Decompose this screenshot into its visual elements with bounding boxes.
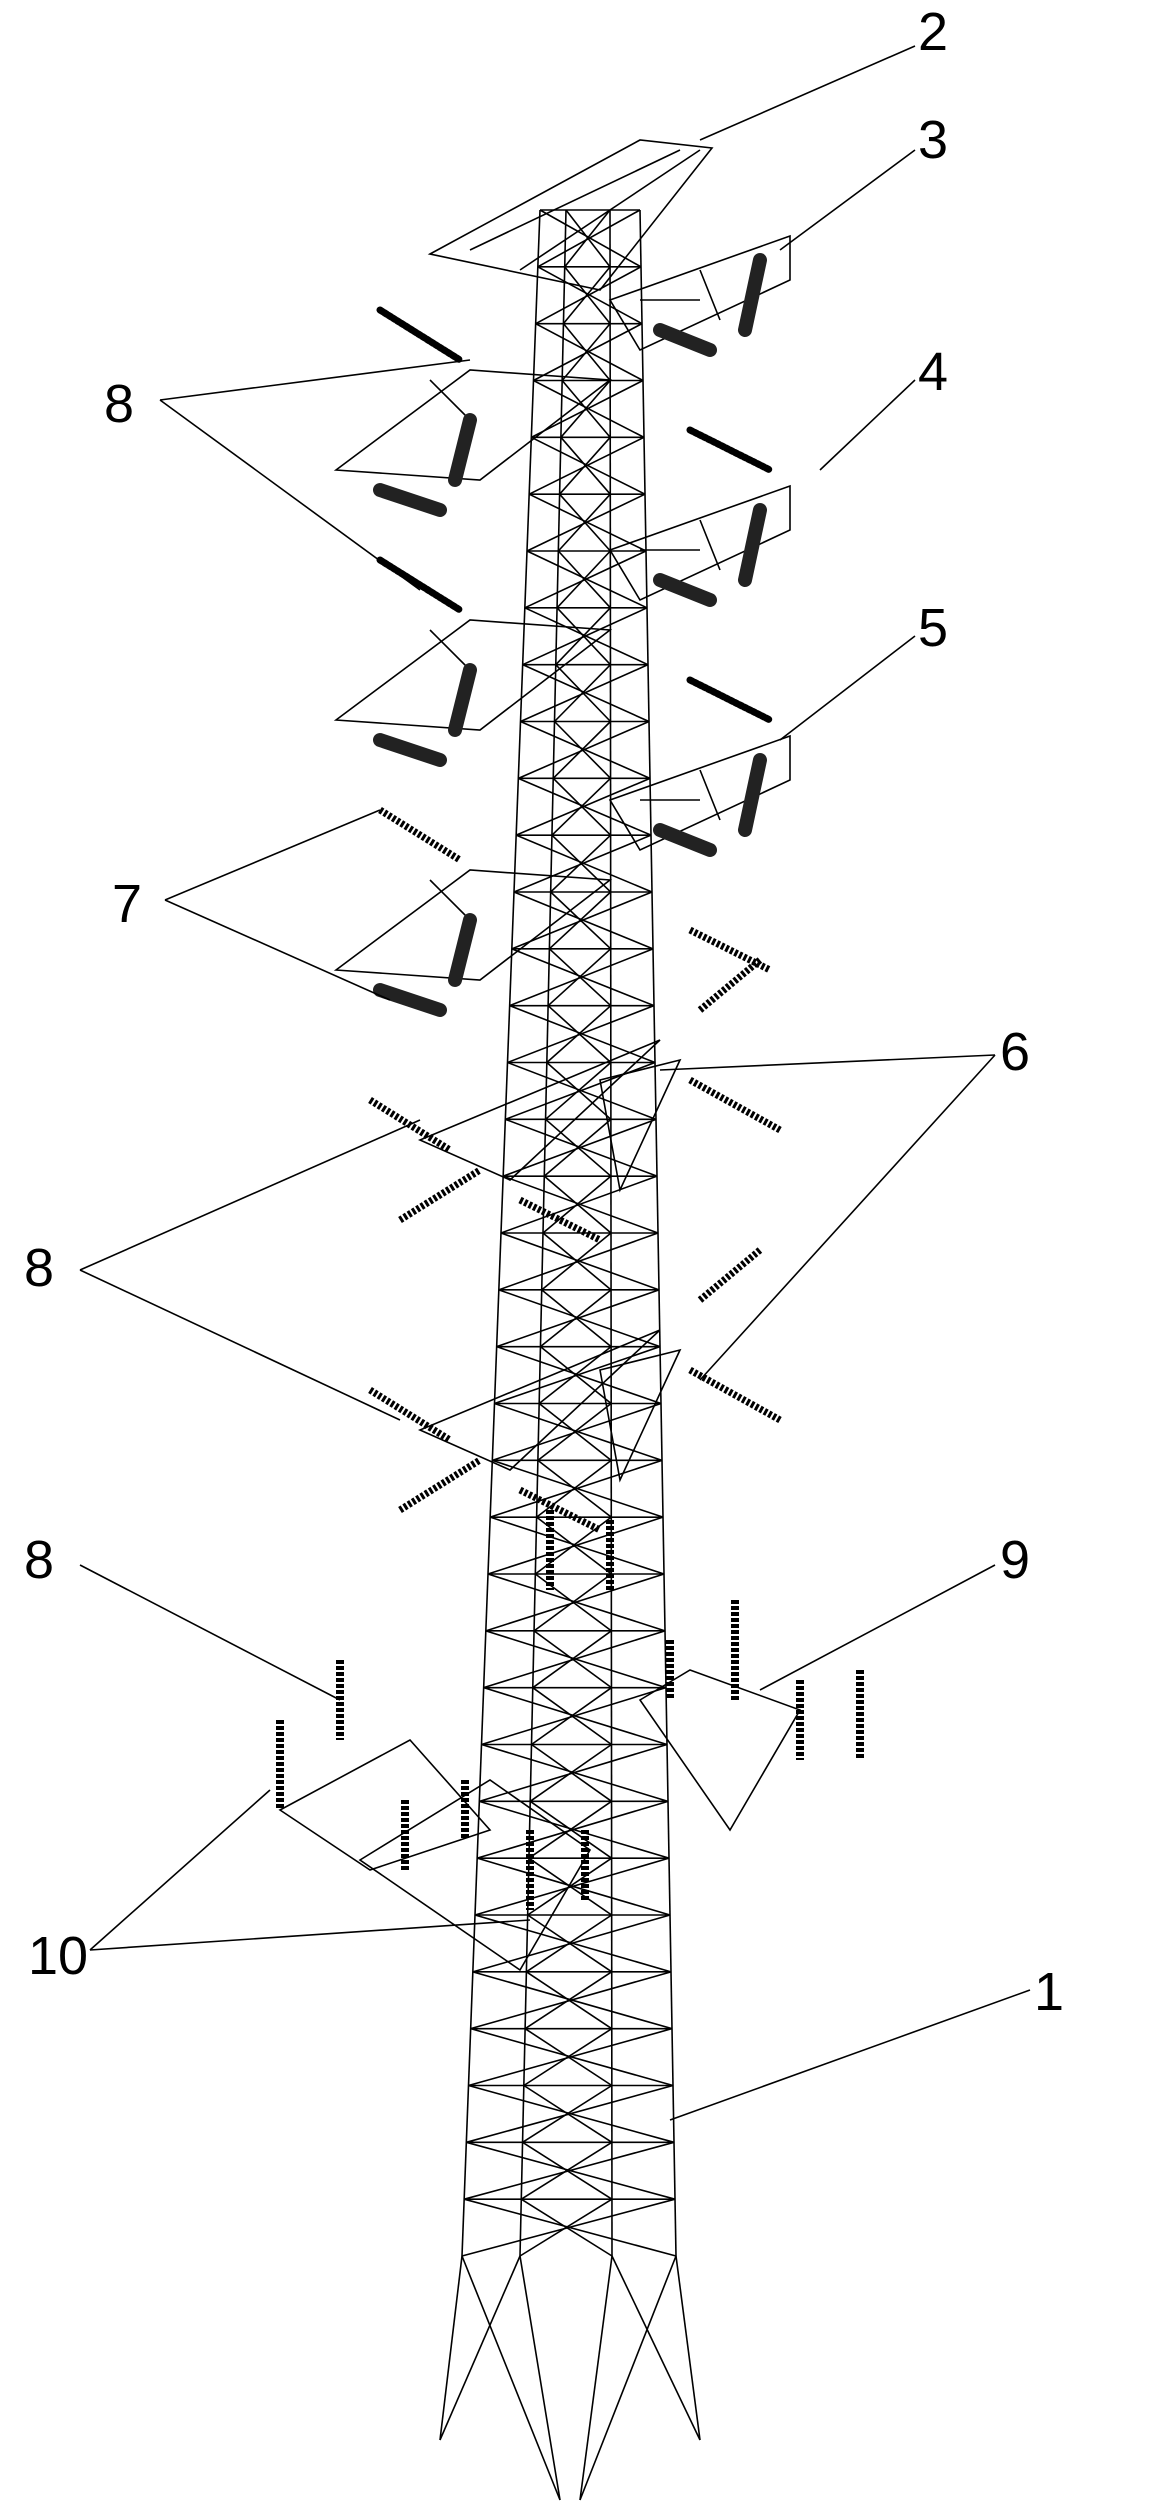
label-5: 5 bbox=[918, 598, 948, 658]
suspension-insulator bbox=[370, 1390, 450, 1440]
leader-10-b bbox=[90, 1920, 530, 1950]
crossarm-member bbox=[700, 770, 720, 820]
leader-6-b bbox=[700, 1055, 995, 1380]
suspension-insulator bbox=[690, 1370, 780, 1420]
tower-foot bbox=[580, 2256, 676, 2500]
crossarm-member bbox=[430, 380, 470, 420]
suspension-insulator bbox=[690, 430, 770, 470]
platform-left bbox=[280, 1740, 490, 1870]
leader-7-a bbox=[165, 810, 380, 900]
label-4: 4 bbox=[918, 342, 948, 402]
tower-foot bbox=[440, 2256, 520, 2440]
jumper-insulator bbox=[745, 510, 760, 580]
suspension-insulator bbox=[380, 560, 460, 610]
jumper-insulator bbox=[660, 330, 710, 350]
crossarm-member bbox=[430, 880, 470, 920]
crossarm-member bbox=[470, 150, 680, 250]
jumper-insulator bbox=[455, 670, 470, 730]
platform-right bbox=[640, 1670, 800, 1830]
label-8-mid: 8 bbox=[24, 1238, 54, 1298]
crossarm-member bbox=[700, 520, 720, 570]
leader-5 bbox=[780, 636, 915, 740]
suspension-insulator bbox=[520, 1200, 600, 1240]
tower-foot bbox=[676, 2256, 700, 2440]
triangular-crossarm-left bbox=[420, 1040, 660, 1180]
platform-support bbox=[360, 1780, 590, 1970]
leader-8-e bbox=[80, 1565, 340, 1700]
leader-2 bbox=[700, 46, 915, 140]
jumper-insulator bbox=[660, 580, 710, 600]
crossarm-lower-right bbox=[610, 736, 790, 850]
suspension-insulator bbox=[400, 1460, 480, 1510]
suspension-insulator bbox=[690, 680, 770, 720]
suspension-insulator bbox=[690, 930, 770, 970]
jumper-insulator bbox=[455, 920, 470, 980]
leader-7-b bbox=[165, 900, 390, 1000]
label-10: 10 bbox=[28, 1926, 88, 1986]
tower-foot bbox=[580, 2256, 612, 2500]
label-1: 1 bbox=[1034, 1962, 1064, 2022]
crossarm-upper-right bbox=[610, 236, 790, 350]
crossarm-member bbox=[700, 270, 720, 320]
leader-3 bbox=[780, 150, 915, 250]
crossarm-middle-right bbox=[610, 486, 790, 600]
label-8-low: 8 bbox=[24, 1530, 54, 1590]
tower-foot bbox=[520, 2256, 560, 2500]
label-7: 7 bbox=[112, 874, 142, 934]
leader-8-a bbox=[160, 360, 470, 400]
leader-4 bbox=[820, 380, 915, 470]
jumper-insulator bbox=[380, 740, 440, 760]
tower-foot bbox=[440, 2256, 462, 2440]
leader-8-d bbox=[80, 1270, 400, 1420]
jumper-insulator bbox=[745, 260, 760, 330]
suspension-insulator bbox=[690, 1080, 780, 1130]
leader-10-a bbox=[90, 1790, 270, 1950]
label-2: 2 bbox=[918, 2, 948, 62]
suspension-insulator bbox=[700, 960, 760, 1010]
label-9: 9 bbox=[1000, 1530, 1030, 1590]
label-3: 3 bbox=[918, 110, 948, 170]
leader-9 bbox=[760, 1565, 995, 1690]
suspension-insulator bbox=[400, 1170, 480, 1220]
tower-foot bbox=[612, 2256, 700, 2440]
crossarm-member bbox=[430, 630, 470, 670]
leader-1 bbox=[670, 1990, 1030, 2120]
suspension-insulator bbox=[700, 1250, 760, 1300]
jumper-insulator bbox=[660, 830, 710, 850]
jumper-insulator bbox=[380, 490, 440, 510]
label-8-top: 8 bbox=[104, 374, 134, 434]
suspension-insulator bbox=[520, 1490, 600, 1530]
label-6: 6 bbox=[1000, 1022, 1030, 1082]
tower-foot bbox=[462, 2256, 560, 2500]
jumper-insulator bbox=[455, 420, 470, 480]
jumper-insulator bbox=[745, 760, 760, 830]
suspension-insulator bbox=[380, 310, 460, 360]
leader-6-a bbox=[660, 1055, 995, 1070]
leader-8-c bbox=[80, 1120, 420, 1270]
suspension-insulator bbox=[380, 810, 460, 860]
